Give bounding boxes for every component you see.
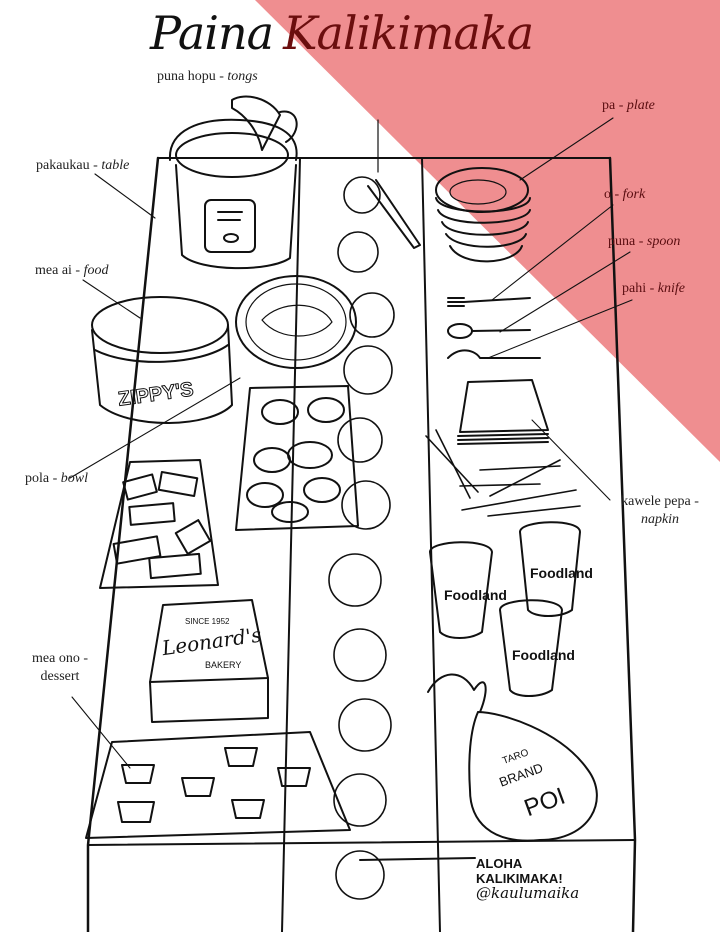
label-food: mea ai - food (35, 262, 108, 280)
credit-line2: KALIKIMAKA! (476, 871, 563, 886)
label-plate-english: plate (626, 98, 655, 113)
label-napkin-hawaiian: kawele pepa (621, 494, 691, 509)
label-bowl-english: bowl (60, 471, 89, 486)
leonards-bakery-text: BAKERY (205, 660, 241, 670)
label-table-english: table (101, 158, 130, 173)
label-dessert-english: dessert (40, 669, 80, 684)
label-food-english: food (83, 263, 109, 278)
credit-handle: @kaulumaika (476, 884, 580, 902)
credit-line1: ALOHA (476, 856, 523, 871)
label-spoon: puna - spoon (608, 233, 680, 251)
noodle-plate-icon (235, 275, 357, 369)
label-dessert: mea ono - dessert (32, 651, 88, 684)
label-separator: - (215, 69, 228, 84)
label-tongs: puna hopu - tongs (157, 68, 258, 86)
credit-block: ALOHA KALIKIMAKA! @kaulumaika (476, 856, 579, 901)
plate-stack-icon (435, 167, 531, 263)
zippys-chili-bowl-icon (91, 296, 233, 424)
foodland-cup-icon (429, 521, 581, 697)
label-separator: - (611, 187, 623, 202)
tongs-icon (367, 119, 421, 249)
label-food-hawaiian: mea ai (35, 263, 72, 278)
label-fork-hawaiian: o (604, 187, 611, 202)
label-spoon-english: spoon (646, 234, 681, 249)
label-fork: o - fork (604, 186, 645, 204)
foodland-logo-text: Foodland (444, 587, 507, 603)
chopsticks-icon (425, 429, 581, 517)
leonards-name-text: Leonard's (159, 622, 262, 660)
label-bowl-hawaiian: pola (25, 471, 50, 486)
leonards-since-text: SINCE 1952 (185, 617, 230, 626)
leonards-bakery-box-icon (149, 599, 269, 723)
label-fork-english: fork (622, 187, 646, 202)
label-tongs-english: tongs (227, 69, 258, 84)
label-spoon-hawaiian: puna (608, 234, 636, 249)
label-napkin-english: napkin (640, 512, 680, 527)
title-word-paina: Paina (150, 6, 274, 60)
rice-cooker-icon (168, 95, 298, 270)
knife-icon (447, 349, 541, 359)
label-separator: - (646, 281, 658, 296)
dumpling-tray-icon (235, 385, 359, 531)
poi-taro-text: TARO (501, 747, 530, 767)
label-napkin: kawele pepa - napkin (621, 494, 699, 527)
appetizer-tray-icon (99, 459, 219, 589)
label-bowl: pola - bowl (25, 470, 88, 488)
poi-bag-icon (427, 673, 598, 842)
poi-text: POI (521, 783, 569, 823)
title-word-kalikimaka: Kalikimaka (283, 6, 534, 60)
flower-lei-icon (328, 176, 395, 900)
fork-icon (447, 297, 531, 307)
dessert-tray-icon (85, 731, 351, 839)
spoon-icon (447, 323, 531, 339)
label-table: pakaukau - table (36, 157, 129, 175)
label-separator: - (635, 234, 647, 249)
foodland-logo-text: Foodland (512, 647, 575, 663)
label-table-hawaiian: pakaukau (36, 158, 90, 173)
label-tongs-hawaiian: puna hopu (157, 69, 216, 84)
label-plate-hawaiian: pa (602, 98, 616, 113)
label-knife-english: knife (657, 281, 685, 296)
label-separator: - (71, 263, 84, 278)
zippys-logo-text: ZIPPY'S (117, 378, 195, 410)
label-leader-lines (69, 117, 633, 769)
label-plate: pa - plate (602, 97, 655, 115)
label-separator: - (89, 158, 102, 173)
label-knife-hawaiian: pahi (622, 281, 647, 296)
label-knife: pahi - knife (622, 280, 685, 298)
napkin-stack-icon (457, 379, 549, 445)
label-separator: - (615, 98, 627, 113)
label-dessert-hawaiian: mea ono (32, 651, 80, 666)
foodland-logo-text: Foodland (530, 565, 593, 581)
label-separator: - (49, 471, 61, 486)
table-icon (86, 156, 637, 932)
